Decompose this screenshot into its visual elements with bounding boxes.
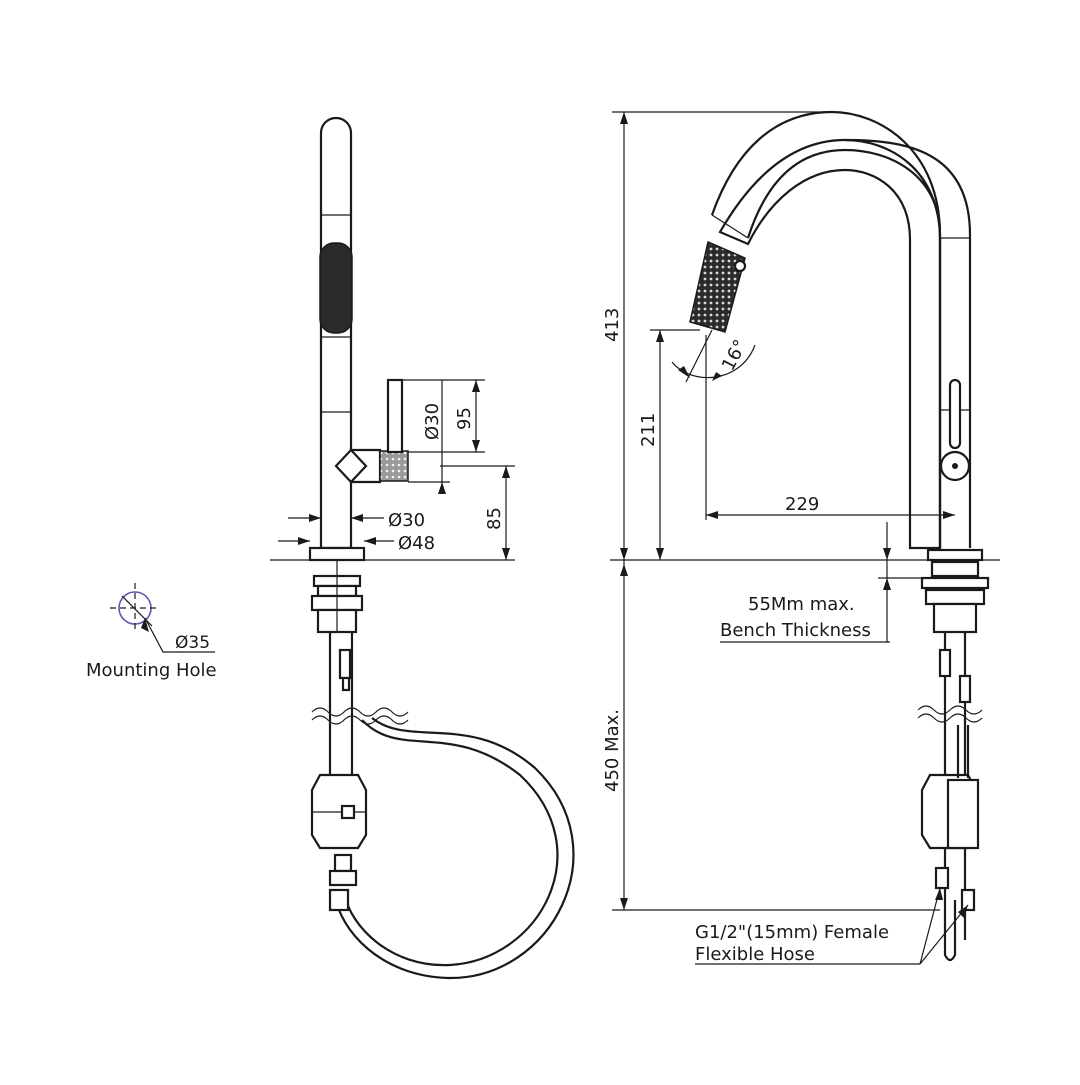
- dim-total-height: 413: [602, 308, 623, 342]
- hose-note-line1: G1/2"(15mm) Female: [695, 922, 889, 943]
- side-view-tap: [270, 116, 575, 980]
- front-view-tap: [610, 110, 1000, 962]
- dim-outlet-height: 85: [484, 507, 505, 530]
- bench-note-line2: Bench Thickness: [720, 620, 871, 641]
- dim-spray-angle: 16°: [718, 336, 752, 374]
- mounting-hole-diameter: Ø35: [175, 633, 210, 653]
- dim-spray-diameter: Ø30: [422, 403, 443, 440]
- side-view-dimensions: [278, 379, 515, 560]
- dim-under-bench: 450 Max.: [602, 709, 623, 792]
- mounting-hole-symbol: [110, 583, 215, 653]
- mounting-hole-label: Mounting Hole: [86, 660, 217, 681]
- front-view-dimensions: [612, 111, 969, 965]
- dim-spray-length: 95: [454, 407, 475, 430]
- hose-note-line2: Flexible Hose: [695, 944, 815, 965]
- bench-note-line1: 55Mm max.: [748, 594, 855, 615]
- dim-base-diameter: Ø48: [398, 533, 435, 554]
- dim-reach: 229: [785, 494, 819, 515]
- dim-body-diameter: Ø30: [388, 510, 425, 531]
- dim-spout-height: 211: [638, 413, 659, 447]
